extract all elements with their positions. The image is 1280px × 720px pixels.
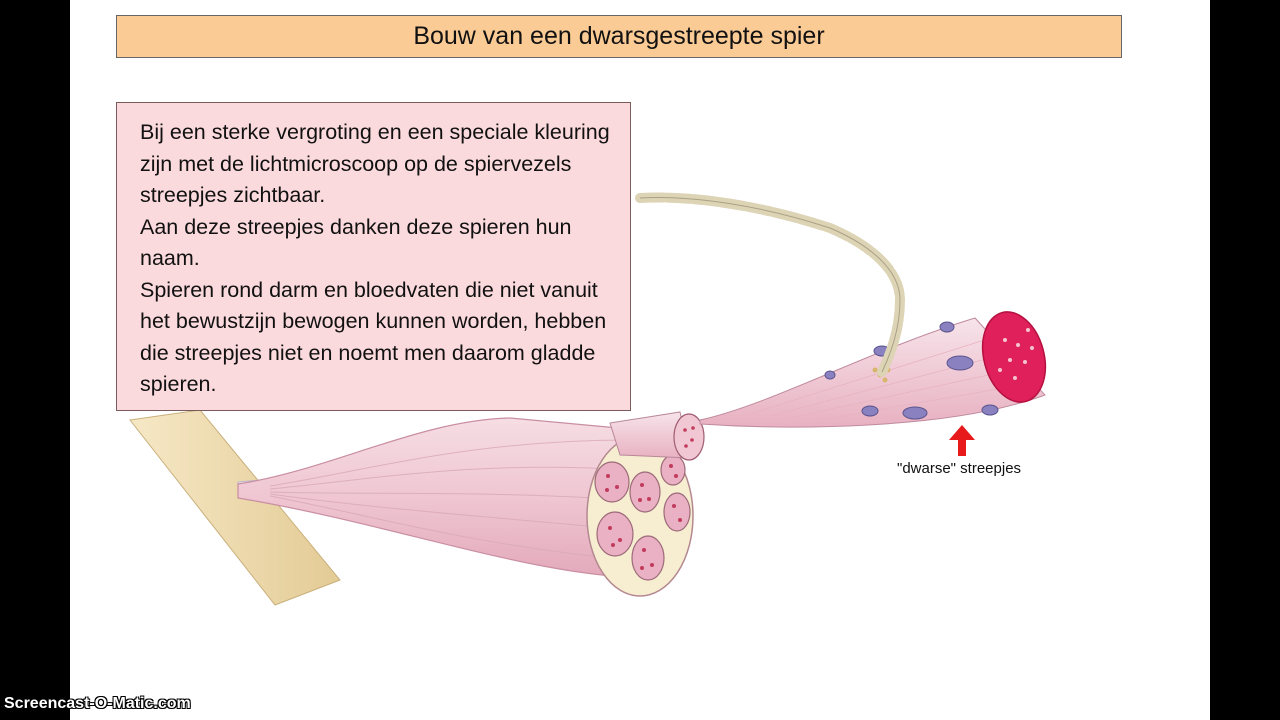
watermark: Screencast-O-Matic.com bbox=[4, 695, 191, 712]
nerve-fibre bbox=[635, 192, 906, 377]
muscle-fibre bbox=[699, 317, 1046, 428]
red-arrow-icon bbox=[949, 425, 975, 456]
explanation-textbox: Bij een sterke vergroting en een special… bbox=[116, 102, 631, 411]
fibre-end bbox=[981, 311, 1047, 403]
paragraph: Bij een sterke vergroting en een special… bbox=[140, 120, 610, 207]
muscle-illustration bbox=[129, 192, 1047, 606]
paragraph: Aan deze streepjes danken deze spieren h… bbox=[140, 214, 572, 271]
slide-title: Bouw van een dwarsgestreepte spier bbox=[116, 15, 1122, 58]
fascicles bbox=[594, 454, 691, 581]
paragraph: Spieren rond darm en bloedvaten die niet… bbox=[140, 277, 607, 397]
bone bbox=[129, 409, 341, 606]
diagram-label: "dwarse" streepjes bbox=[897, 460, 1022, 477]
nuclei bbox=[824, 321, 999, 420]
slide: Bouw van een dwarsgestreepte spier Bij e… bbox=[70, 0, 1210, 720]
